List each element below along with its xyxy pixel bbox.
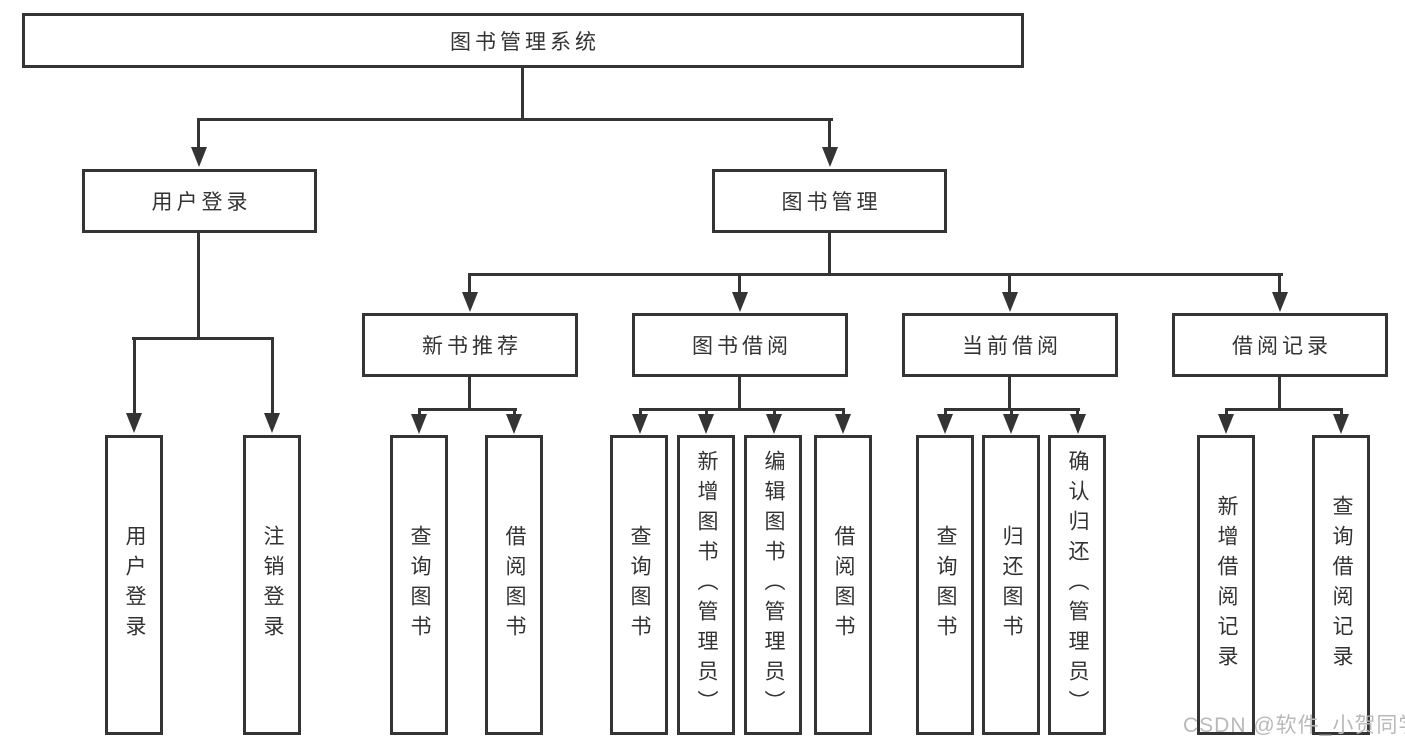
arrow-down-icon [462,292,478,312]
leaf-label: 注销登录 [261,525,284,645]
leaf-label: 用户登录 [123,525,146,645]
arrow-down-icon [411,414,427,434]
arrow-down-icon [822,147,838,167]
leaf-query-books-current: 查询图书 [916,435,974,735]
arrow-down-icon [1002,292,1018,312]
connector-leaf-stub [1010,408,1013,416]
connector-leaf-stub [1225,408,1228,416]
connector-level3-branch [468,273,1283,276]
connector-leaf-stub [1076,408,1079,416]
connector-to-leaf-user-login [133,337,136,414]
connector-to-book-borrow [738,273,741,294]
arrow-down-icon [1272,292,1288,312]
leaf-label: 查询借阅记录 [1330,495,1353,675]
leaf-label: 借阅图书 [503,525,526,645]
arrow-down-icon [191,147,207,167]
leaf-logout: 注销登录 [243,435,301,735]
connector-new-book-rec-trunk [468,377,471,411]
connector-root-trunk [521,68,524,121]
leaf-add-books-admin: 新增图书（管理员） [677,435,735,735]
node-new-book-recommend: 新书推荐 [362,313,578,377]
arrow-down-icon [732,292,748,312]
leaf-query-borrow-record: 查询借阅记录 [1312,435,1370,735]
arrow-down-icon [1003,414,1019,434]
leaf-query-books-recommend: 查询图书 [390,435,448,735]
connector-leaf-stub [842,408,845,416]
leaf-confirm-return-admin: 确认归还（管理员） [1048,435,1106,735]
node-root-library-system: 图书管理系统 [22,13,1024,68]
arrow-down-icon [1333,414,1349,434]
connector-leaf-stub [944,408,947,416]
connector-to-user-login [197,118,200,149]
node-book-management: 图书管理 [712,169,947,233]
connector-to-borrow-record [1278,273,1281,294]
connector-user-login-branch [132,337,274,340]
connector-leaf-stub [639,408,642,416]
arrow-down-icon [1218,414,1234,434]
connector-book-borrow-branch [639,408,845,411]
leaf-return-books: 归还图书 [982,435,1040,735]
arrow-down-icon [937,414,953,434]
connector-leaf-stub [1340,408,1343,416]
leaf-label: 归还图书 [1000,525,1023,645]
leaf-borrow-books-borrowing: 借阅图书 [814,435,872,735]
arrow-down-icon [766,414,782,434]
arrow-down-icon [835,414,851,434]
connector-leaf-stub [773,408,776,416]
leaf-label: 查询图书 [408,525,431,645]
leaf-label: 新增借阅记录 [1215,495,1238,675]
connector-new-book-rec-branch [418,408,517,411]
arrow-down-icon [126,413,142,433]
node-current-borrowing: 当前借阅 [902,313,1118,377]
arrow-down-icon [698,414,714,434]
connector-leaf-stub [513,408,516,416]
connector-to-leaf-logout [271,337,274,414]
connector-to-book-mgmt [828,118,831,149]
arrow-down-icon [632,414,648,434]
connector-to-new-book-rec [468,273,471,294]
leaf-label: 查询图书 [628,525,651,645]
node-book-borrowing: 图书借阅 [632,313,848,377]
connector-to-current-borrow [1008,273,1011,294]
connector-leaf-stub [705,408,708,416]
connector-book-mgmt-trunk [828,233,831,276]
arrow-down-icon [264,413,280,433]
connector-user-login-trunk [197,233,200,340]
leaf-label: 查询图书 [934,525,957,645]
leaf-query-books-borrowing: 查询图书 [610,435,668,735]
leaf-label: 借阅图书 [832,525,855,645]
leaf-borrow-books-recommend: 借阅图书 [485,435,543,735]
node-borrowing-records: 借阅记录 [1172,313,1388,377]
node-user-login: 用户登录 [82,169,317,233]
leaf-add-borrow-record: 新增借阅记录 [1197,435,1255,735]
connector-borrow-record-branch [1225,408,1343,411]
csdn-watermark: CSDN @软件_小贺同学 [1183,714,1405,737]
connector-borrow-record-trunk [1278,377,1281,411]
arrow-down-icon [1070,414,1086,434]
connector-leaf-stub [418,408,421,416]
leaf-label: 新增图书（管理员） [695,450,718,720]
connector-current-borrow-trunk [1008,377,1011,411]
leaf-edit-books-admin: 编辑图书（管理员） [744,435,802,735]
leaf-label: 确认归还（管理员） [1066,450,1089,720]
connector-level1-branch [197,118,833,121]
leaf-user-login: 用户登录 [105,435,163,735]
connector-book-borrow-trunk [738,377,741,411]
leaf-label: 编辑图书（管理员） [762,450,785,720]
arrow-down-icon [506,414,522,434]
